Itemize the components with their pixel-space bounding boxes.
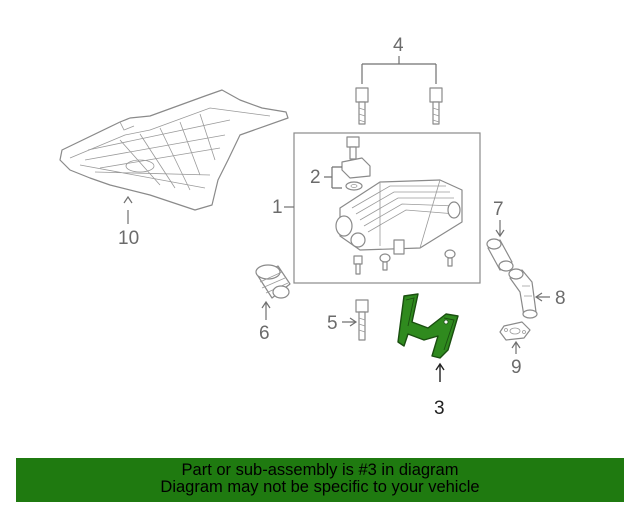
part-8-elbow[interactable]: [508, 268, 538, 319]
leader-5: [342, 317, 358, 327]
part-1-box: [293, 132, 481, 284]
part-info-banner: Part or sub-assembly is #3 in diagram Di…: [16, 458, 624, 502]
callout-6: 6: [259, 323, 270, 344]
leader-6: [261, 300, 271, 320]
part-9-gasket[interactable]: [499, 321, 531, 341]
part-1-intercooler[interactable]: [335, 179, 463, 255]
callout-10: 10: [118, 228, 139, 249]
banner-line-1: Part or sub-assembly is #3 in diagram: [181, 461, 459, 479]
leader-8: [534, 292, 550, 302]
part-2-bolt[interactable]: [346, 136, 360, 160]
part-4-bolt-left[interactable]: [355, 87, 369, 125]
part-1-grommet-left: [353, 255, 363, 275]
part-5-bolt[interactable]: [355, 299, 369, 341]
callout-3: 3: [434, 398, 445, 419]
leader-3: [435, 362, 445, 382]
leader-9: [511, 340, 521, 354]
part-3-bracket[interactable]: [397, 293, 459, 359]
leader-7: [495, 220, 505, 238]
callout-1: 1: [272, 197, 283, 218]
leader-10: [123, 195, 133, 224]
callout-8: 8: [555, 288, 566, 309]
part-1-grommet-right: [444, 249, 456, 267]
callout-2: 2: [310, 167, 321, 188]
banner-line-2: Diagram may not be specific to your vehi…: [160, 478, 480, 496]
callout-7: 7: [493, 199, 504, 220]
callout-5: 5: [327, 313, 338, 334]
part-6-boot[interactable]: [255, 264, 291, 299]
leader-2: [324, 166, 342, 189]
part-7-hose[interactable]: [486, 238, 514, 272]
callout-4: 4: [393, 35, 404, 56]
callout-9: 9: [511, 357, 522, 378]
leader-4: [361, 56, 437, 84]
part-1-grommet-mid: [379, 253, 391, 271]
part-2-bracket[interactable]: [341, 157, 371, 179]
part-10-cover[interactable]: [59, 89, 289, 211]
part-4-bolt-right[interactable]: [429, 87, 443, 125]
part-2-washer[interactable]: [345, 181, 363, 191]
